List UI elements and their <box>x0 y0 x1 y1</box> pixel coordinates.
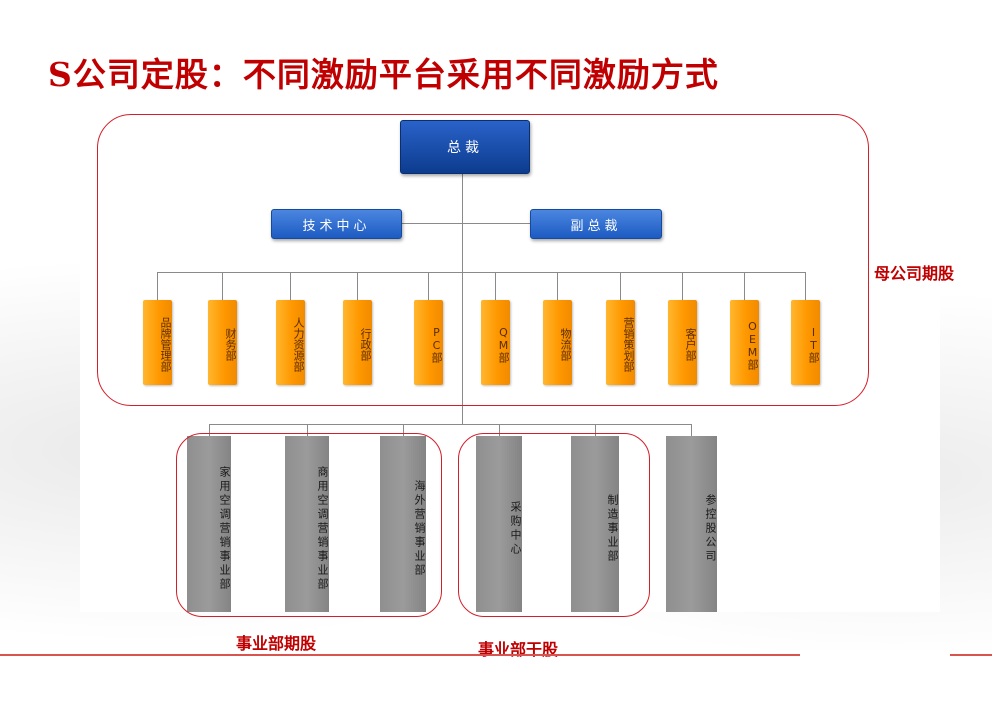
business-unit-box: 参控股公司 <box>666 436 717 612</box>
connector-dept-drop <box>290 272 291 300</box>
connector-dept-drop <box>157 272 158 300</box>
connector-mid-bar <box>400 223 530 224</box>
connector-dept-bar <box>157 272 806 273</box>
connector-dept-drop <box>428 272 429 300</box>
connector-dept-drop <box>805 272 806 300</box>
connector-unit-drop <box>209 424 210 436</box>
dept-box: PC部 <box>414 300 443 385</box>
division-options-region <box>176 433 442 617</box>
connector-dept-drop <box>682 272 683 300</box>
business-unit-box: 商用空调营销事业部 <box>285 436 329 612</box>
business-unit-box: 制造事业部 <box>571 436 619 612</box>
connector-unit-drop <box>499 424 500 436</box>
connector-dept-drop <box>495 272 496 300</box>
connector-unit-drop <box>403 424 404 436</box>
connector-dept-drop <box>744 272 745 300</box>
vp-box: 副总裁 <box>530 209 662 239</box>
connector-unit-drop <box>691 424 692 436</box>
dept-box: 物流部 <box>543 300 572 385</box>
ceo-box: 总裁 <box>400 120 530 174</box>
dept-box: 行政部 <box>343 300 372 385</box>
dept-box: IT部 <box>791 300 820 385</box>
connector-dept-drop <box>557 272 558 300</box>
dept-box: QM部 <box>481 300 510 385</box>
parent-company-region <box>97 114 869 406</box>
parent-options-label: 母公司期股 <box>874 264 955 283</box>
dept-box: 营销策划部 <box>606 300 635 385</box>
tech-center-box: 技术中心 <box>271 209 402 239</box>
connector-trunk <box>462 172 463 424</box>
dept-box: 品牌管理部 <box>143 300 172 385</box>
connector-unit-bar <box>209 424 692 425</box>
connector-dept-drop <box>620 272 621 300</box>
footer-divider-right <box>950 654 992 656</box>
connector-unit-drop <box>307 424 308 436</box>
dept-box: 人力资源部 <box>276 300 305 385</box>
business-unit-box: 家用空调营销事业部 <box>187 436 231 612</box>
dept-box: 财务部 <box>208 300 237 385</box>
connector-dept-drop <box>222 272 223 300</box>
footer-divider <box>0 654 800 656</box>
page-title: S公司定股：不同激励平台采用不同激励方式 <box>48 55 719 94</box>
dept-box: OEM部 <box>730 300 759 385</box>
dept-box: 客户部 <box>668 300 697 385</box>
business-unit-box: 采购中心 <box>476 436 522 612</box>
division-shares-label: 事业部干股 <box>478 640 559 659</box>
business-unit-box: 海外营销事业部 <box>380 436 426 612</box>
connector-dept-drop <box>357 272 358 300</box>
division-options-label: 事业部期股 <box>236 634 317 653</box>
division-shares-region <box>458 433 650 617</box>
connector-unit-drop <box>595 424 596 436</box>
